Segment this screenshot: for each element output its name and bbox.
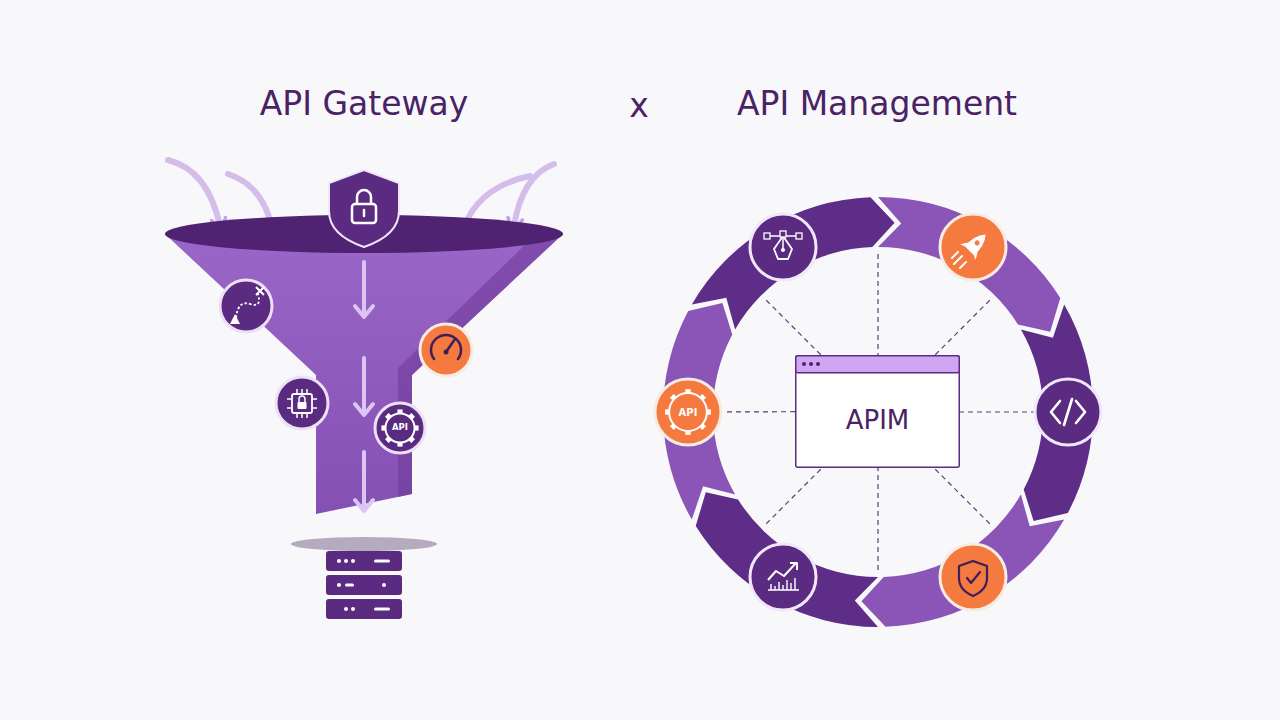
shield-icon bbox=[329, 170, 399, 247]
rocket-fin bbox=[960, 239, 981, 260]
funnel-body bbox=[165, 234, 563, 514]
icon-circle bbox=[1035, 379, 1101, 445]
chart-bars bbox=[768, 578, 799, 590]
pen-handle bbox=[780, 231, 786, 237]
server-led bbox=[351, 607, 355, 611]
window-titlebar bbox=[796, 356, 960, 373]
chip-lock bbox=[298, 402, 307, 409]
icon-circle bbox=[375, 403, 425, 453]
pen-icon bbox=[767, 236, 799, 249]
chip-pins bbox=[287, 389, 317, 418]
check-mark bbox=[967, 572, 980, 583]
server-unit bbox=[326, 551, 402, 571]
window-dot bbox=[809, 362, 813, 366]
trend-arrow bbox=[790, 563, 797, 570]
pen-handle bbox=[796, 233, 802, 239]
window-dot bbox=[802, 362, 806, 366]
api-icon-circle: API bbox=[373, 401, 427, 455]
chip-icon bbox=[292, 394, 312, 413]
rocket-window bbox=[974, 239, 981, 246]
heading-text: API Management bbox=[737, 86, 1017, 122]
gear-ring bbox=[669, 393, 707, 431]
server-led bbox=[382, 583, 386, 587]
code-icon bbox=[1051, 399, 1085, 425]
icon-circle bbox=[940, 544, 1006, 610]
icon-circle bbox=[750, 214, 816, 280]
server-led bbox=[337, 559, 341, 563]
cycle-arrow bbox=[676, 481, 900, 652]
icon-circle bbox=[276, 377, 328, 429]
icon-circle bbox=[420, 324, 472, 376]
speed-lines bbox=[952, 252, 966, 268]
server-led bbox=[337, 583, 341, 587]
route-icon bbox=[236, 294, 259, 318]
flow-arrow bbox=[355, 358, 373, 415]
pen-handle bbox=[764, 233, 770, 239]
server-led bbox=[344, 559, 348, 563]
gauge-icon bbox=[431, 335, 461, 359]
chip-lock bbox=[299, 396, 305, 402]
server-slot bbox=[345, 584, 354, 587]
icon-circle bbox=[655, 379, 721, 445]
icon-circle bbox=[940, 214, 1006, 280]
route-icon bbox=[256, 287, 264, 295]
cycle-arrow bbox=[856, 172, 1080, 343]
window-dot bbox=[816, 362, 820, 366]
route-icon bbox=[230, 314, 240, 324]
incoming-arrow bbox=[514, 164, 554, 226]
funnel-shade bbox=[398, 234, 563, 497]
server-unit bbox=[326, 575, 402, 595]
flow-arrow bbox=[355, 452, 373, 511]
api-icon-circle: API bbox=[653, 377, 723, 447]
window-frame bbox=[796, 356, 960, 468]
server-led bbox=[351, 559, 355, 563]
cycle-arrow bbox=[663, 303, 735, 520]
shield-check-icon bbox=[959, 561, 987, 596]
trend-line bbox=[768, 563, 796, 580]
dashed-connector bbox=[723, 411, 795, 412]
gauge-pivot bbox=[444, 350, 449, 355]
pen-icon bbox=[781, 248, 785, 252]
server-led bbox=[344, 607, 348, 611]
cycle-arrow bbox=[677, 171, 901, 342]
server-slot bbox=[374, 560, 390, 563]
node-text: API bbox=[679, 407, 698, 418]
heading-text: API Gateway bbox=[260, 86, 468, 122]
icon-circle bbox=[750, 544, 816, 610]
server-slot bbox=[374, 608, 390, 611]
heading-text: x bbox=[629, 88, 649, 124]
node-text: API bbox=[392, 423, 408, 432]
gear-ring bbox=[385, 413, 414, 442]
server-unit bbox=[326, 599, 402, 619]
flow-arrow bbox=[355, 262, 373, 317]
apim-window: APIM bbox=[795, 355, 960, 468]
lock-body bbox=[352, 204, 376, 223]
icon-circle bbox=[220, 280, 272, 332]
lock-keyhole bbox=[363, 210, 366, 216]
incoming-arrow bbox=[168, 160, 220, 226]
node-text: APIM bbox=[846, 406, 910, 435]
cycle-arrow bbox=[855, 482, 1079, 653]
server-shadow bbox=[291, 537, 437, 551]
